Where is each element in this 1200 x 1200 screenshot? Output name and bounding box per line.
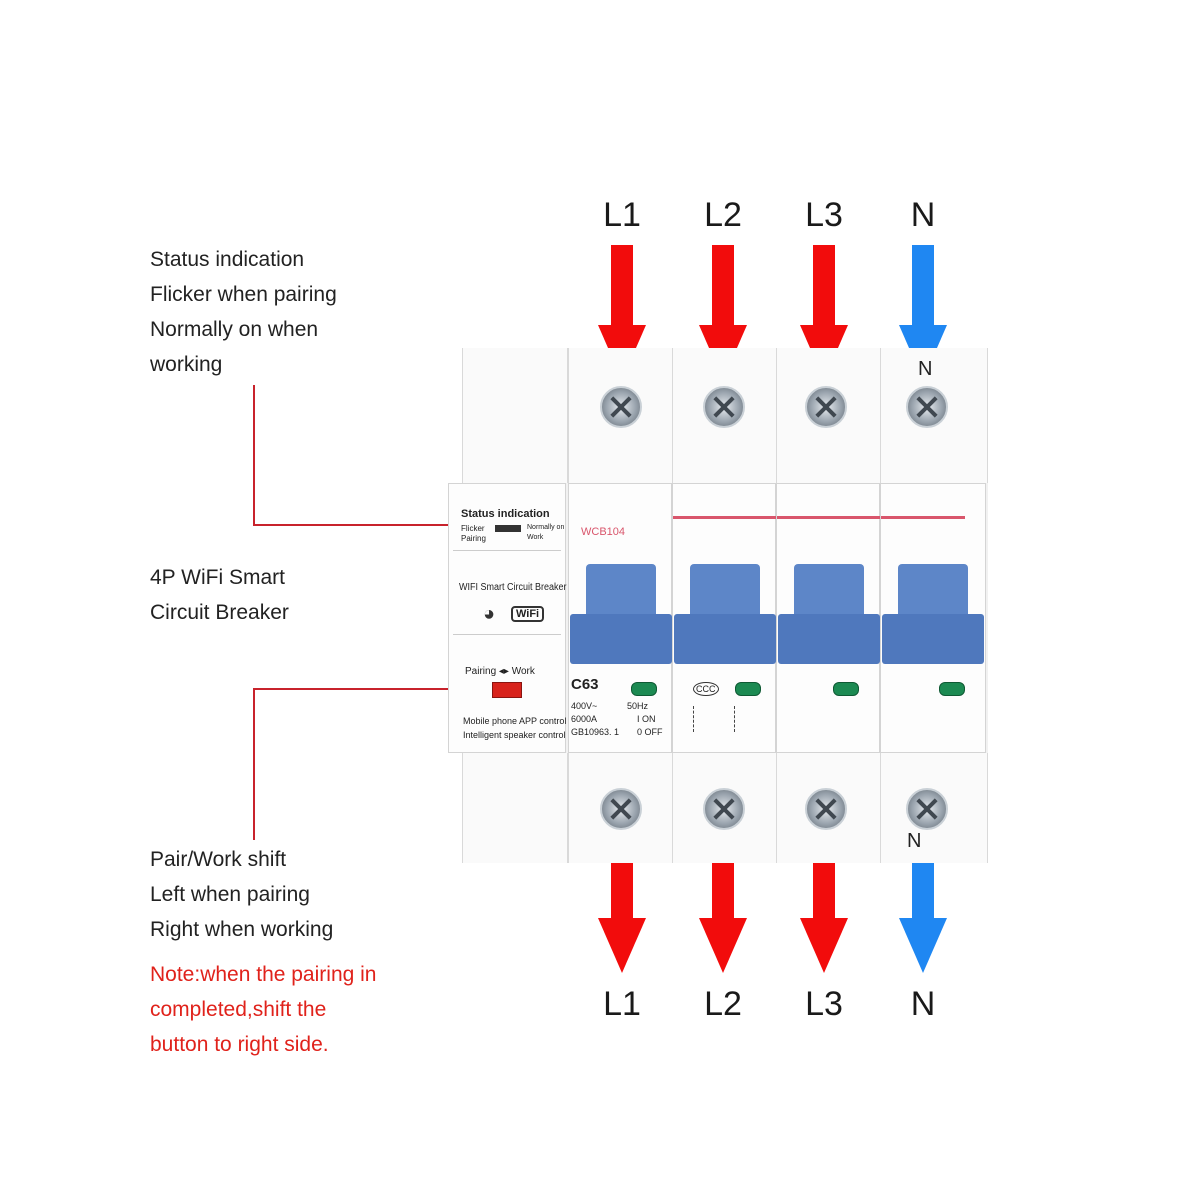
- control-module-bottom: [462, 753, 568, 863]
- voltage-label: 400V~: [571, 701, 598, 711]
- toggle-base-l1: [570, 614, 672, 664]
- switch-annotation: Pair/Work shift Left when pairing Right …: [150, 842, 333, 947]
- terminal-screw-icon: [703, 788, 745, 830]
- status-pairing-label: Pairing: [461, 534, 486, 543]
- ccc-cert-icon: CCC: [693, 682, 719, 696]
- terminal-screw-icon: [600, 788, 642, 830]
- pairing-note: Note:when the pairing in completed,shift…: [150, 957, 376, 1062]
- status-indication-title: Status indication: [461, 508, 550, 520]
- switch-leader-line: [253, 688, 493, 690]
- off-label: 0 OFF: [637, 727, 663, 737]
- pole-face-n: [880, 483, 986, 753]
- status-annotation-line: Normally on when: [150, 318, 319, 341]
- circuit-breaker: N Status indication Flicker Pairing Norm…: [440, 348, 990, 863]
- terminal-label-bottom-l3: L3: [805, 985, 843, 1023]
- terminal-label-bottom-l2: L2: [704, 985, 742, 1023]
- standard-label: GB10963. 1: [571, 727, 620, 737]
- pole-indicator-led: [631, 682, 657, 696]
- status-leader-line: [253, 385, 255, 526]
- circuit-symbol-icon: [693, 706, 735, 732]
- terminal-screw-icon: [906, 386, 948, 428]
- status-annotation-line: Flicker when pairing: [150, 283, 337, 306]
- rating-label: C63: [571, 676, 599, 693]
- pole-face-l1: WCB104 C63 400V~ 50Hz 6000A I ON GB10963…: [568, 483, 672, 753]
- terminal-label-bottom-n: N: [910, 985, 936, 1023]
- switch-annotation-line: Pair/Work shift: [150, 848, 287, 871]
- terminal-screw-icon: [906, 788, 948, 830]
- pairing-note-line: Note:when the pairing in: [150, 963, 377, 986]
- control-module-face: Status indication Flicker Pairing Normal…: [448, 483, 567, 753]
- terminal-label-top-l2: L2: [704, 196, 742, 234]
- pole-indicator-led: [939, 682, 965, 696]
- switch-annotation-line: Right when working: [150, 918, 334, 941]
- terminal-screw-icon: [805, 788, 847, 830]
- pairing-note-line: button to right side.: [150, 1033, 329, 1056]
- terminal-label-top-l1: L1: [603, 196, 641, 234]
- terminal-label-top-n: N: [910, 196, 936, 234]
- terminal-screw-icon: [805, 386, 847, 428]
- pole-face-l3: [776, 483, 881, 753]
- model-label: WCB104: [581, 526, 626, 538]
- product-annotation-line: Circuit Breaker: [150, 601, 289, 624]
- switch-annotation-line: Left when pairing: [150, 883, 310, 906]
- status-led-window: [495, 525, 521, 532]
- pairing-note-line: completed,shift the: [150, 998, 327, 1021]
- terminal-screw-icon: [600, 386, 642, 428]
- on-label: I ON: [637, 714, 656, 724]
- terminal-label-top-l3: L3: [805, 196, 843, 234]
- status-flicker-label: Flicker: [461, 524, 485, 533]
- wifi-title: WIFI Smart Circuit Breaker: [459, 582, 567, 593]
- pole-stripe: [673, 516, 777, 519]
- pole-stripe: [777, 516, 881, 519]
- status-annotation-line: working: [150, 353, 223, 376]
- switch-leader-line: [253, 688, 255, 840]
- terminal-label-bottom-l1: L1: [603, 985, 641, 1023]
- product-annotation: 4P WiFi Smart Circuit Breaker: [150, 560, 289, 630]
- toggle-base-l3: [778, 614, 880, 664]
- app-control-label: Mobile phone APP control: [463, 716, 567, 726]
- frequency-label: 50Hz: [627, 701, 649, 711]
- speaker-control-label: Intelligent speaker control: [463, 730, 566, 740]
- pole-indicator-led: [735, 682, 761, 696]
- wifi-icon: ◕: [483, 603, 496, 625]
- module-divider: [453, 550, 561, 551]
- neutral-mark-top: N: [918, 358, 933, 380]
- pair-work-switch[interactable]: [492, 682, 522, 698]
- module-divider: [453, 634, 561, 635]
- toggle-base-l2: [674, 614, 776, 664]
- terminal-screw-icon: [703, 386, 745, 428]
- pair-work-switch-label: Pairing ◂▸ Work: [465, 666, 535, 677]
- control-module-top: [462, 348, 568, 483]
- status-normally-on-label: Normally on: [527, 524, 565, 531]
- toggle-base-n: [882, 614, 984, 664]
- status-annotation: Status indication Flicker when pairing N…: [150, 242, 337, 382]
- status-annotation-line: Status indication: [150, 248, 305, 271]
- pole-stripe: [881, 516, 965, 519]
- product-annotation-line: 4P WiFi Smart: [150, 566, 285, 589]
- pole-indicator-led: [833, 682, 859, 696]
- wifi-badge: WiFi: [511, 606, 545, 622]
- status-work-label: Work: [527, 534, 544, 541]
- pole-face-l2: CCC: [672, 483, 777, 753]
- status-leader-line: [253, 524, 483, 526]
- breaking-capacity-label: 6000A: [571, 714, 598, 724]
- neutral-mark-bottom: N: [907, 830, 922, 852]
